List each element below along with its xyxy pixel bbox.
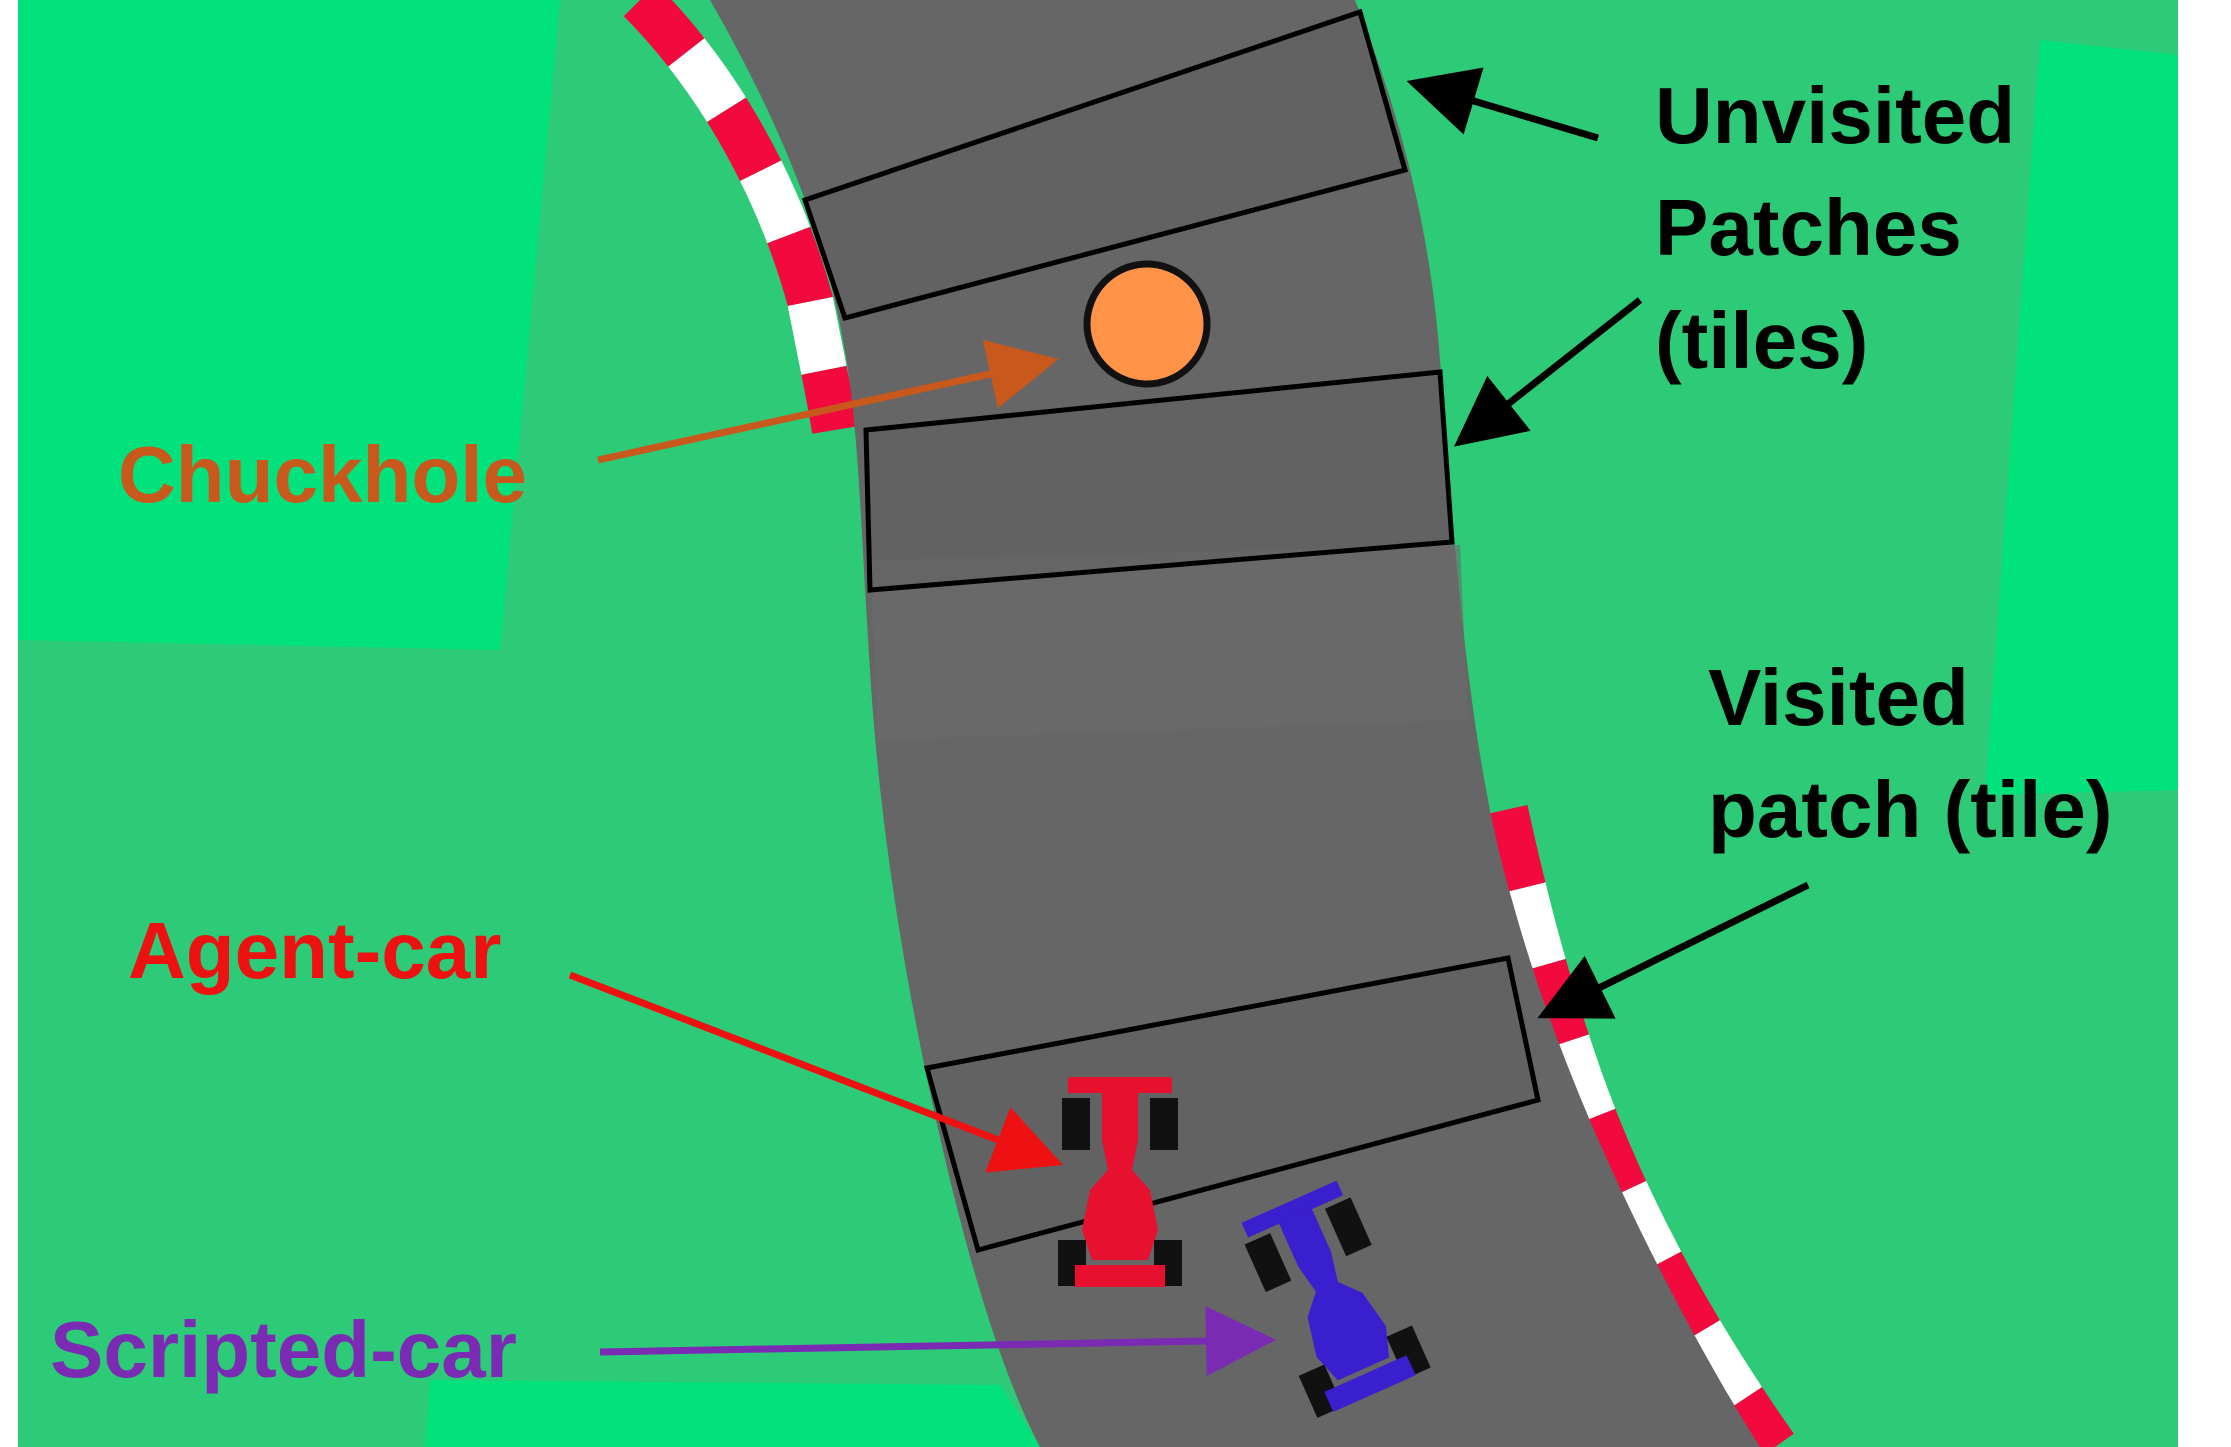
arrow-visited xyxy=(1537,881,1810,1019)
tile-unvisited-2 xyxy=(863,369,1455,593)
arrow-chuckhole xyxy=(597,339,1059,464)
label-visited-line2: patch (tile) xyxy=(1708,765,2112,854)
tile-unvisited-1 xyxy=(801,8,1409,322)
grass-patch-left xyxy=(18,0,560,650)
label-chuckhole: Chuckhole xyxy=(118,430,527,519)
grass-patch-right xyxy=(1985,40,2178,795)
arrow-agent-car xyxy=(568,971,1064,1173)
curb-left xyxy=(623,0,858,434)
label-scripted-car: Scripted-car xyxy=(50,1305,517,1394)
chuckhole-icon xyxy=(1083,260,1211,388)
label-unvisited-line1: Unvisited xyxy=(1655,71,2015,160)
curb-right-white xyxy=(1482,805,1794,1447)
tile-visited xyxy=(923,955,1541,1254)
arrow-unvisited-1 xyxy=(1406,67,1599,142)
arrow-unvisited-2 xyxy=(1454,297,1643,447)
curb-left-white xyxy=(623,0,858,434)
arrow-scripted-car xyxy=(599,1306,1276,1377)
agent-car-icon xyxy=(1058,1077,1182,1287)
grass-patch-bottom xyxy=(425,1380,1040,1447)
label-visited-line1: Visited xyxy=(1708,653,1969,742)
scripted-car-icon xyxy=(1241,1180,1431,1418)
label-unvisited-line3: (tiles) xyxy=(1655,296,1868,385)
road-shade-band xyxy=(870,545,1468,740)
label-agent-car: Agent-car xyxy=(128,906,501,995)
label-unvisited-line2: Patches xyxy=(1655,183,1962,272)
